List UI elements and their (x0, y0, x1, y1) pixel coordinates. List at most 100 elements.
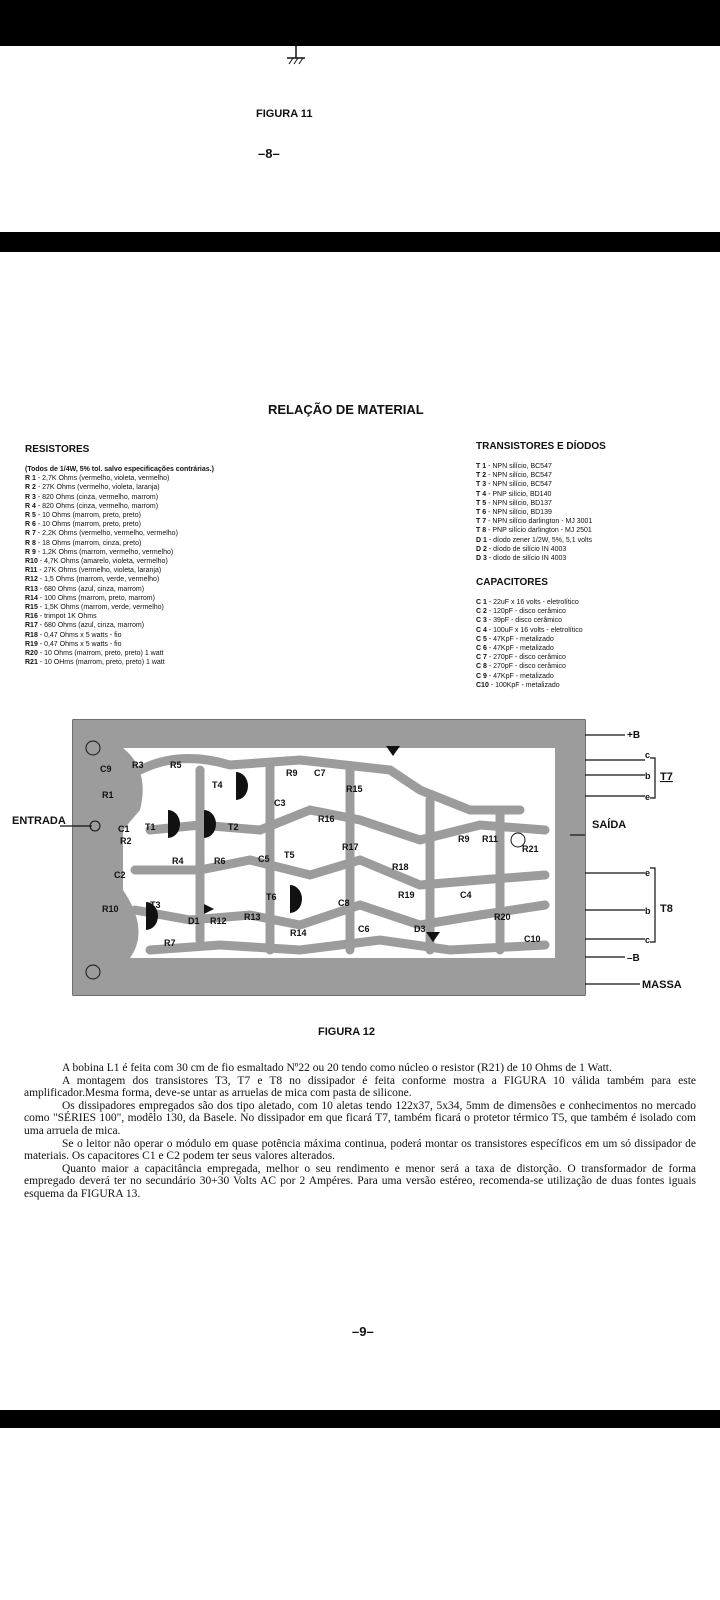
resistor-item-id: R 1 (25, 475, 36, 483)
transistor-item: T 7 - NPN silício darlington - MJ 3001 (476, 517, 592, 526)
capacitor-item-desc: - 47KpF - metalizado (486, 672, 554, 680)
capacitor-item-id: C 5 (476, 635, 487, 643)
t8-b-label: b (645, 906, 651, 916)
resistor-item-desc: - 10 Ohms (marrom, preto, preto) (35, 512, 141, 520)
capacitor-item: C 8 - 270pF - disco cerâmico (476, 662, 583, 671)
paragraph-2: A montagem dos transistores T3, T7 e T8 … (24, 1074, 696, 1100)
part-label-r14: R14 (290, 928, 307, 938)
transistor-item-desc: - díodo zener 1/2W, 5%, 5,1 volts (486, 536, 592, 544)
pcb-bottom-rail (73, 958, 585, 995)
part-label-c4: C4 (460, 890, 472, 900)
resistor-item-id: R21 (25, 659, 38, 667)
part-label-r3: R3 (132, 760, 144, 770)
resistor-item-desc: - 680 Ohms (azul, cinza, marrom) (37, 622, 145, 630)
resistor-item-desc: - 0,47 Ohms x 5 watts - fio (37, 631, 122, 639)
transistor-item: T 8 - PNP silício darlington - MJ 2501 (476, 526, 592, 535)
capacitor-item-desc: - 100uF x 16 volts - eletrolítico (486, 626, 583, 634)
part-label-r19: R19 (398, 890, 415, 900)
transistor-item: D 2 - díodo de silício IN 4003 (476, 545, 592, 554)
capacitor-item: C10 - 100KpF - metalizado (476, 681, 583, 690)
transistor-item: T 1 - NPN silício, BC547 (476, 462, 592, 471)
resistor-item: R13 - 680 Ohms (azul, cinza, marrom) (25, 585, 214, 594)
resistor-item: R 7 - 2,2K Ohms (vermelho, vermelho, ver… (25, 529, 214, 538)
resistor-item: R11 - 27K Ohms (vermelho, violeta, laran… (25, 566, 214, 575)
resistor-item-id: R17 (25, 622, 38, 630)
transistor-item-id: T 3 (476, 481, 487, 489)
capacitor-item-id: C 2 (476, 608, 487, 616)
resistor-item-desc: - 27K Ohms (vermelho, violeta, laranja) (37, 567, 162, 575)
transistor-item-id: T 1 (476, 463, 487, 470)
part-label-r5: R5 (170, 760, 182, 770)
resistor-item-desc: - 680 Ohms (azul, cinza, marrom) (37, 585, 145, 593)
part-label-r16: R16 (318, 814, 335, 824)
part-label-t5: T5 (284, 850, 295, 860)
part-label-r20: R20 (494, 912, 511, 922)
material-list-title: RELAÇÃO DE MATERIAL (268, 402, 424, 417)
resistor-item: R14 - 100 Ohms (marrom, preto, marrom) (25, 594, 214, 603)
diode-d2-shape (386, 746, 400, 756)
resistors-note: (Todos de 1/4W, 5% tol. salvo especifica… (25, 466, 214, 473)
resistor-item-id: R20 (25, 650, 38, 658)
resistor-item: R 3 - 820 Ohms (cinza, vermelho, marrom) (25, 493, 214, 502)
resistor-item-desc: - 820 Ohms (cinza, vermelho, marrom) (35, 502, 159, 510)
capacitor-item-id: C 7 (476, 654, 487, 662)
resistor-item: R21 - 10 OHms (marrom, preto, preto) 1 w… (25, 658, 214, 667)
t7-c-label: c (645, 750, 650, 760)
part-label-t2: T2 (228, 822, 239, 832)
pcb-figure: +B c b e T7 SAÍDA e b c T8 –B MASSA ENTR… (12, 719, 682, 996)
transistor-item-desc: - NPN silício, BC547 (486, 463, 552, 470)
part-label-r4: R4 (172, 856, 184, 866)
transistor-t3-shape (146, 902, 158, 930)
transistor-t2-shape (204, 810, 216, 838)
resistor-item-id: R18 (25, 631, 38, 639)
resistor-item-desc: - 100 Ohms (marrom, preto, marrom) (37, 594, 155, 602)
resistor-item-id: R16 (25, 613, 38, 621)
transistor-item-id: T 6 (476, 509, 487, 517)
capacitor-item-desc: - 100KpF - metalizado (488, 681, 560, 689)
transistor-item-desc: - PNP silício, BD140 (486, 490, 552, 498)
resistor-item: R 6 - 10 Ohms (marrom, preto, preto) (25, 520, 214, 529)
bottom-black-bar (0, 1410, 720, 1428)
saida-label: SAÍDA (592, 818, 626, 831)
part-label-r10: R10 (102, 904, 119, 914)
capacitor-item: C 4 - 100uF x 16 volts - eletrolítico (476, 626, 583, 635)
part-label-t6: T6 (266, 892, 277, 902)
mounting-hole-icon (85, 964, 101, 980)
part-label-r21: R21 (522, 844, 539, 854)
part-label-c1: C1 (118, 824, 130, 834)
resistors-list: (Todos de 1/4W, 5% tol. salvo especifica… (25, 465, 214, 667)
resistor-item-desc: - 1,5 Ohms (marrom, verde, vermelho) (37, 576, 160, 584)
transistor-item-id: T 7 (476, 518, 487, 526)
paragraph-3: Os dissipadores empregados são dos tipo … (24, 1099, 696, 1137)
resistor-item-desc: - 10 Ohms (marrom, preto, preto) 1 watt (37, 650, 164, 658)
massa-label: MASSA (642, 979, 682, 991)
part-label-r17: R17 (342, 842, 359, 852)
pcb-left-rail (73, 720, 123, 995)
capacitor-item: C 5 - 47KpF - metalizado (476, 635, 583, 644)
capacitor-item-desc: - 270pF - disco cerâmico (486, 663, 566, 671)
resistor-item-desc: - 1,5K Ohms (marrom, verde, vermelho) (37, 604, 164, 612)
part-label-r1: R1 (102, 790, 114, 800)
part-label-t3: T3 (150, 900, 161, 910)
resistor-item: R 1 - 2,7K Ohms (vermelho, violeta, verm… (25, 474, 214, 483)
paragraph-4: Se o leitor não operar o módulo em quase… (24, 1137, 696, 1163)
capacitor-item-id: C 4 (476, 626, 487, 634)
capacitor-item-id: C 6 (476, 645, 487, 653)
part-label-r9: R9 (458, 834, 470, 844)
resistor-item: R15 - 1,5K Ohms (marrom, verde, vermelho… (25, 603, 214, 612)
transistor-item-id: T 5 (476, 499, 487, 507)
resistor-item-desc: - 0,47 Ohms x 5 watts - fio (37, 640, 122, 648)
resistor-item: R 9 - 1,2K Ohms (marrom, vermelho, verme… (25, 548, 214, 557)
mounting-hole-icon (85, 740, 101, 756)
mounting-hole-icon (510, 832, 526, 848)
resistor-item-id: R 9 (25, 548, 36, 556)
diode-d3-shape (426, 932, 440, 942)
page-separator-bar (0, 232, 720, 252)
capacitor-item-desc: - 47KpF - metalizado (486, 635, 554, 643)
resistor-item-desc: - 4,7K Ohms (amarelo, violeta, vermelho) (37, 558, 168, 566)
resistor-item-id: R10 (25, 558, 38, 566)
t7-b-label: b (645, 771, 651, 781)
part-label-c6: C6 (358, 924, 370, 934)
transistor-item-desc: - NPN silício, BC547 (486, 472, 552, 480)
